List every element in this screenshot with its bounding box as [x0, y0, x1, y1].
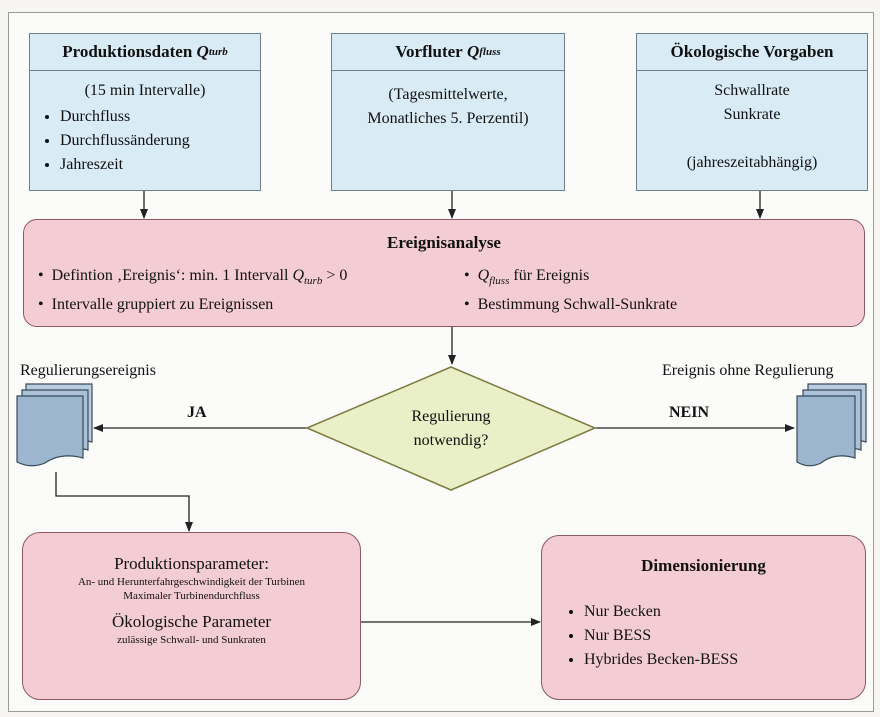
production-list: Durchfluss Durchflussänderung Jahreszeit	[40, 105, 250, 177]
production-parameters-sub2: Maximaler Turbinendurchfluss	[123, 590, 260, 602]
list-item: Jahreszeit	[60, 153, 250, 177]
analysis-left1-sub: turb	[304, 275, 323, 288]
dimensioning-list: Nur Becken Nur BESS Hybrides Becken-BESS	[564, 600, 865, 672]
analysis-right-item-2: • Bestimmung Schwall-Sunkrate	[464, 296, 678, 314]
no-label: NEIN	[669, 404, 710, 421]
dimensioning-title: Dimensionierung	[641, 556, 766, 575]
analysis-left-item-1: • Defintion ‚Ereignis‘: min. 1 Intervall…	[38, 267, 348, 288]
analysis-right-item-1: • Qfluss für Ereignis	[464, 267, 590, 288]
analysis-right1-text: für Ereignis	[513, 267, 590, 284]
decision-line1: Regulierung	[411, 408, 491, 425]
analysis-right-column: • Qfluss für Ereignis • Bestimmung Schwa…	[464, 264, 677, 317]
yes-label: JA	[187, 404, 207, 421]
parameters-box: Produktionsparameter: An- und Herunterfa…	[22, 532, 361, 700]
ecology-line2: Sunkrate	[723, 106, 781, 123]
no-regulation-event-label: Ereignis ohne Regulierung	[662, 362, 834, 379]
analysis-right1-q: Q	[477, 267, 490, 284]
river-line1: (Tagesmittelwerte,	[388, 86, 508, 103]
event-analysis-title: Ereignisanalyse	[387, 233, 501, 252]
ecology-spacer	[647, 127, 857, 151]
river-title-q: Q	[466, 42, 480, 61]
list-item: Durchflussänderung	[60, 129, 250, 153]
ecology-body: Schwallrate Sunkrate (jahreszeitabhängig…	[637, 71, 867, 183]
list-item: Hybrides Becken-BESS	[584, 648, 865, 672]
decision-diamond	[305, 366, 597, 491]
no-regulation-event-documents-icon	[796, 383, 867, 467]
production-data-body: (15 min Intervalle) Durchfluss Durchflus…	[30, 71, 260, 185]
ecology-box: Ökologische Vorgaben Schwallrate Sunkrat…	[636, 33, 868, 191]
regulation-event-label: Regulierungsereignis	[20, 362, 156, 379]
analysis-right2-text: Bestimmung Schwall-Sunkrate	[477, 296, 678, 314]
river-title-sub: fluss	[479, 46, 501, 58]
production-title-sub: turb	[208, 46, 228, 58]
ecological-parameters-title: Ökologische Parameter	[111, 612, 272, 631]
production-parameters-sub1: An- und Herunterfahrgeschwindigkeit der …	[77, 576, 306, 588]
production-title-text: Produktionsdaten	[62, 42, 193, 61]
analysis-left-column: • Defintion ‚Ereignis‘: min. 1 Intervall…	[38, 264, 347, 317]
river-title-text: Vorfluter	[395, 42, 463, 61]
arrow-doc-to-params	[55, 472, 193, 532]
dimensioning-box: Dimensionierung Nur Becken Nur BESS Hybr…	[541, 535, 866, 700]
list-item: Nur BESS	[584, 624, 865, 648]
decision-text: Regulierung notwendig?	[351, 405, 551, 453]
analysis-left1-post: > 0	[326, 267, 348, 284]
event-analysis-box: Ereignisanalyse • Defintion ‚Ereignis‘: …	[23, 219, 865, 327]
parameters-content: Produktionsparameter: An- und Herunterfa…	[23, 553, 360, 647]
production-parameters-title: Produktionsparameter:	[114, 554, 269, 573]
analysis-left2-text: Intervalle gruppiert zu Ereignissen	[51, 296, 274, 314]
ecology-line1: Schwallrate	[714, 82, 790, 99]
decision-line2: notwendig?	[413, 432, 489, 449]
ecological-parameters-sub: zulässige Schwall- und Sunkraten	[117, 634, 266, 646]
production-title-q: Q	[196, 42, 209, 61]
production-interval: (15 min Intervalle)	[84, 82, 206, 99]
river-line2: Monatliches 5. Perzentil)	[367, 110, 529, 127]
list-item: Durchfluss	[60, 105, 250, 129]
analysis-left1-text: Defintion ‚Ereignis‘: min. 1 Intervall	[51, 267, 289, 284]
regulation-event-documents-icon	[16, 383, 93, 467]
river-body: (Tagesmittelwerte, Monatliches 5. Perzen…	[332, 71, 564, 139]
ecology-title: Ökologische Vorgaben	[637, 34, 867, 71]
analysis-right1-sub: fluss	[489, 275, 510, 288]
list-item: Nur Becken	[584, 600, 865, 624]
analysis-left1-q: Q	[292, 267, 304, 284]
ecology-line3: (jahreszeitabhängig)	[686, 154, 818, 171]
analysis-left-item-2: • Intervalle gruppiert zu Ereignissen	[38, 296, 274, 314]
